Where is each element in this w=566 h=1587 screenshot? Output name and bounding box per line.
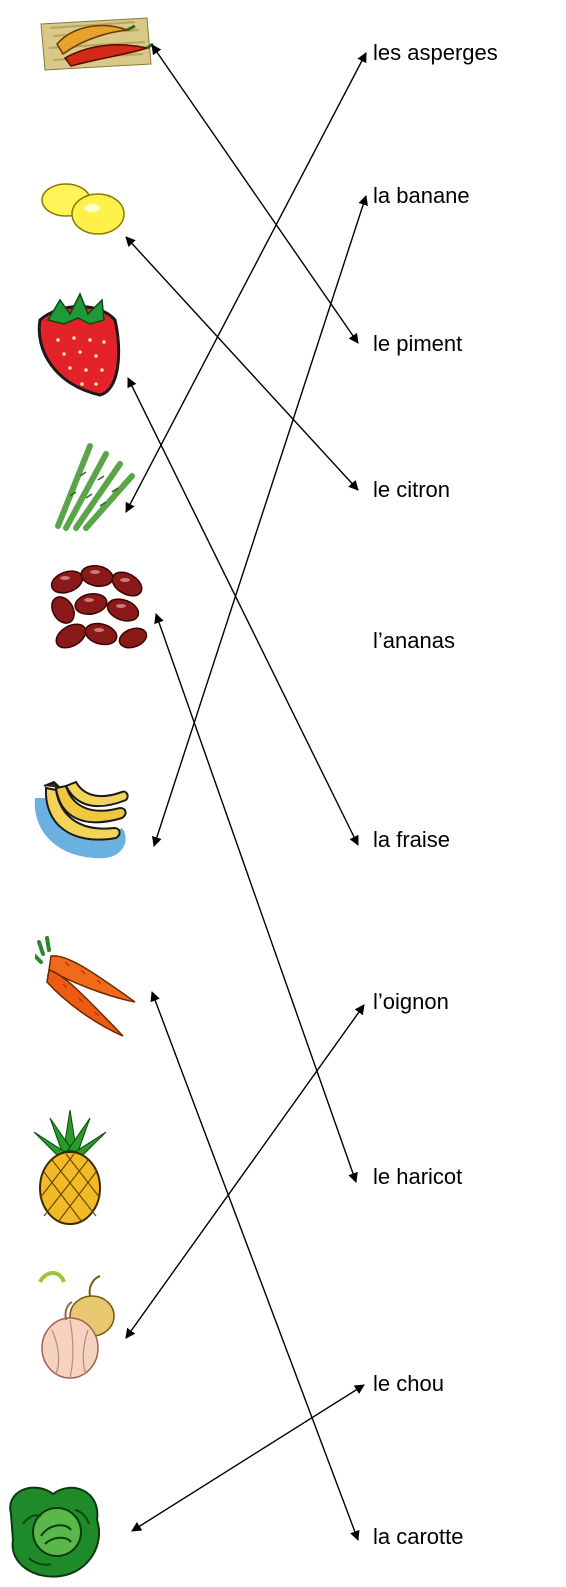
pineapple-icon xyxy=(33,1109,107,1225)
label-citron: le citron xyxy=(373,477,451,502)
label-piment: le piment xyxy=(373,331,463,356)
label-ananas: l’ananas xyxy=(373,628,455,653)
label-chou: le chou xyxy=(373,1371,444,1396)
arrow-asperges xyxy=(125,52,367,513)
asparagus-icon xyxy=(55,443,135,531)
cabbage-icon xyxy=(9,1486,101,1578)
carrots-icon xyxy=(35,936,136,1037)
arrow-oignon xyxy=(125,1004,365,1339)
arrow-fraise xyxy=(127,377,359,846)
lemons-icon xyxy=(41,183,125,235)
arrow-haricot xyxy=(154,613,358,1183)
label-haricot: le haricot xyxy=(373,1164,463,1189)
arrow-citron xyxy=(125,236,359,491)
arrow-chou xyxy=(131,1384,365,1532)
strawberry-icon xyxy=(37,292,121,397)
onions-icon xyxy=(38,1271,115,1379)
label-banane: la banane xyxy=(373,183,470,208)
label-asperges: les asperges xyxy=(373,40,498,65)
label-carotte: la carotte xyxy=(373,1524,464,1549)
arrow-carotte xyxy=(150,991,360,1541)
label-oignon: l’oignon xyxy=(373,989,449,1014)
label-fraise: la fraise xyxy=(373,827,451,852)
bananas-icon xyxy=(34,780,129,859)
arrow-banane xyxy=(152,195,368,847)
chili-peppers-icon xyxy=(40,17,154,71)
